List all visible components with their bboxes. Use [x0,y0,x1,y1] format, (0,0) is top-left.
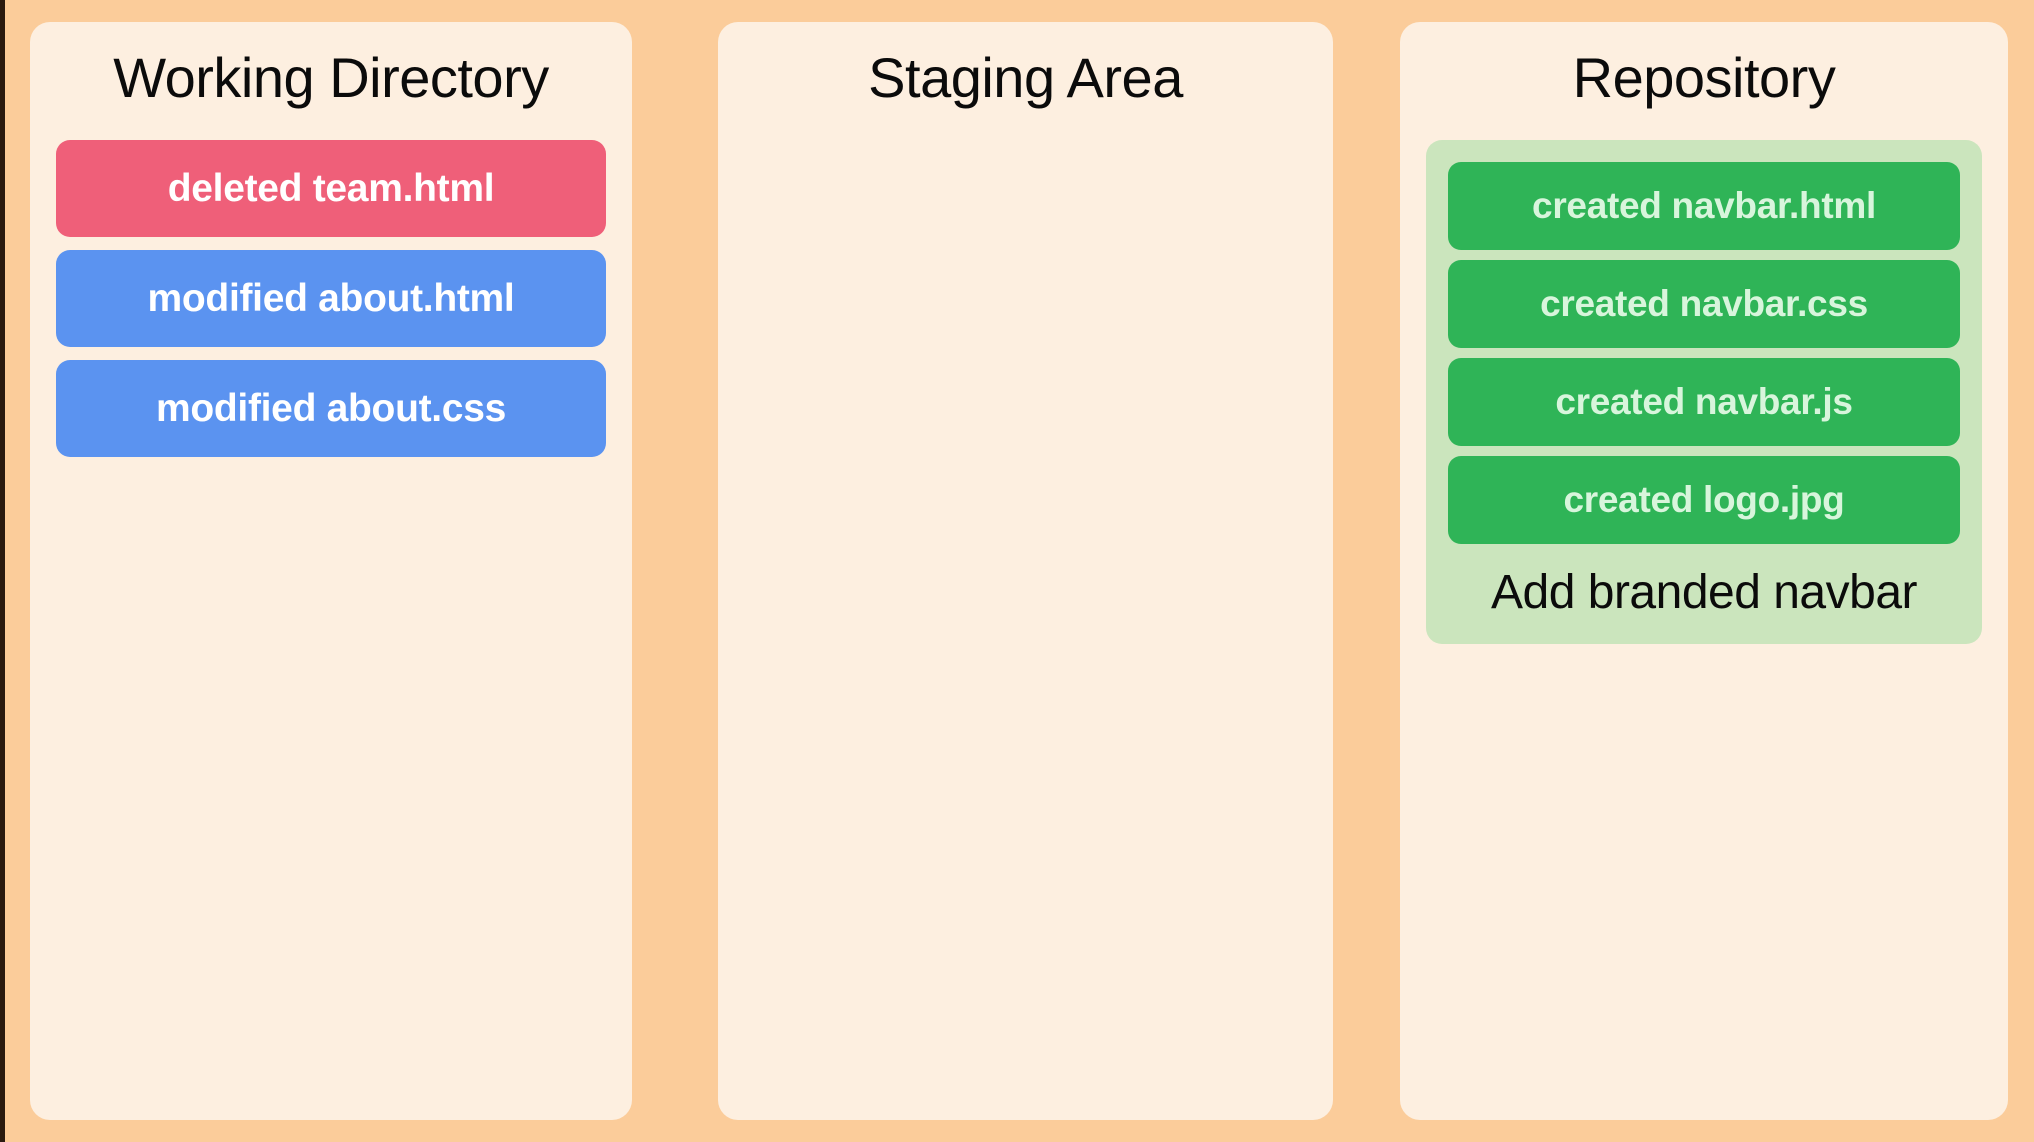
change-chip-created-navbar-js[interactable]: created navbar.js [1448,358,1960,446]
commit-message: Add branded navbar [1491,566,1918,619]
change-chip-created-navbar-html[interactable]: created navbar.html [1448,162,1960,250]
column-staging-area: Staging Area [718,22,1333,1120]
repository-commit-list: created navbar.html created navbar.css c… [1400,106,2008,1120]
left-edge-strip [0,0,5,1142]
change-chip-deleted-team-html[interactable]: deleted team.html [56,140,606,237]
staging-area-change-list [718,106,1333,1120]
change-chip-label: created logo.jpg [1563,479,1845,520]
change-chip-modified-about-css[interactable]: modified about.css [56,360,606,457]
column-title-staging-area: Staging Area [868,46,1183,109]
change-chip-label: created navbar.html [1532,185,1876,226]
column-title-repository: Repository [1572,46,1836,109]
working-directory-change-list: deleted team.html modified about.html mo… [30,106,632,1120]
change-chip-created-navbar-css[interactable]: created navbar.css [1448,260,1960,348]
change-chip-label: modified about.css [156,387,506,430]
repository-empty-space [1426,644,1982,1120]
column-working-directory: Working Directory deleted team.html modi… [30,22,632,1120]
column-title-working-directory: Working Directory [113,46,549,109]
commit-card[interactable]: created navbar.html created navbar.css c… [1426,140,1982,645]
column-repository: Repository created navbar.html created n… [1400,22,2008,1120]
staging-area-empty-space [744,140,1307,1120]
change-chip-label: deleted team.html [167,167,495,210]
change-chip-created-logo-jpg[interactable]: created logo.jpg [1448,456,1960,544]
change-chip-modified-about-html[interactable]: modified about.html [56,250,606,347]
working-directory-empty-space [56,470,606,1120]
change-chip-label: created navbar.css [1540,283,1868,324]
change-chip-label: modified about.html [147,277,515,320]
change-chip-label: created navbar.js [1555,381,1853,422]
